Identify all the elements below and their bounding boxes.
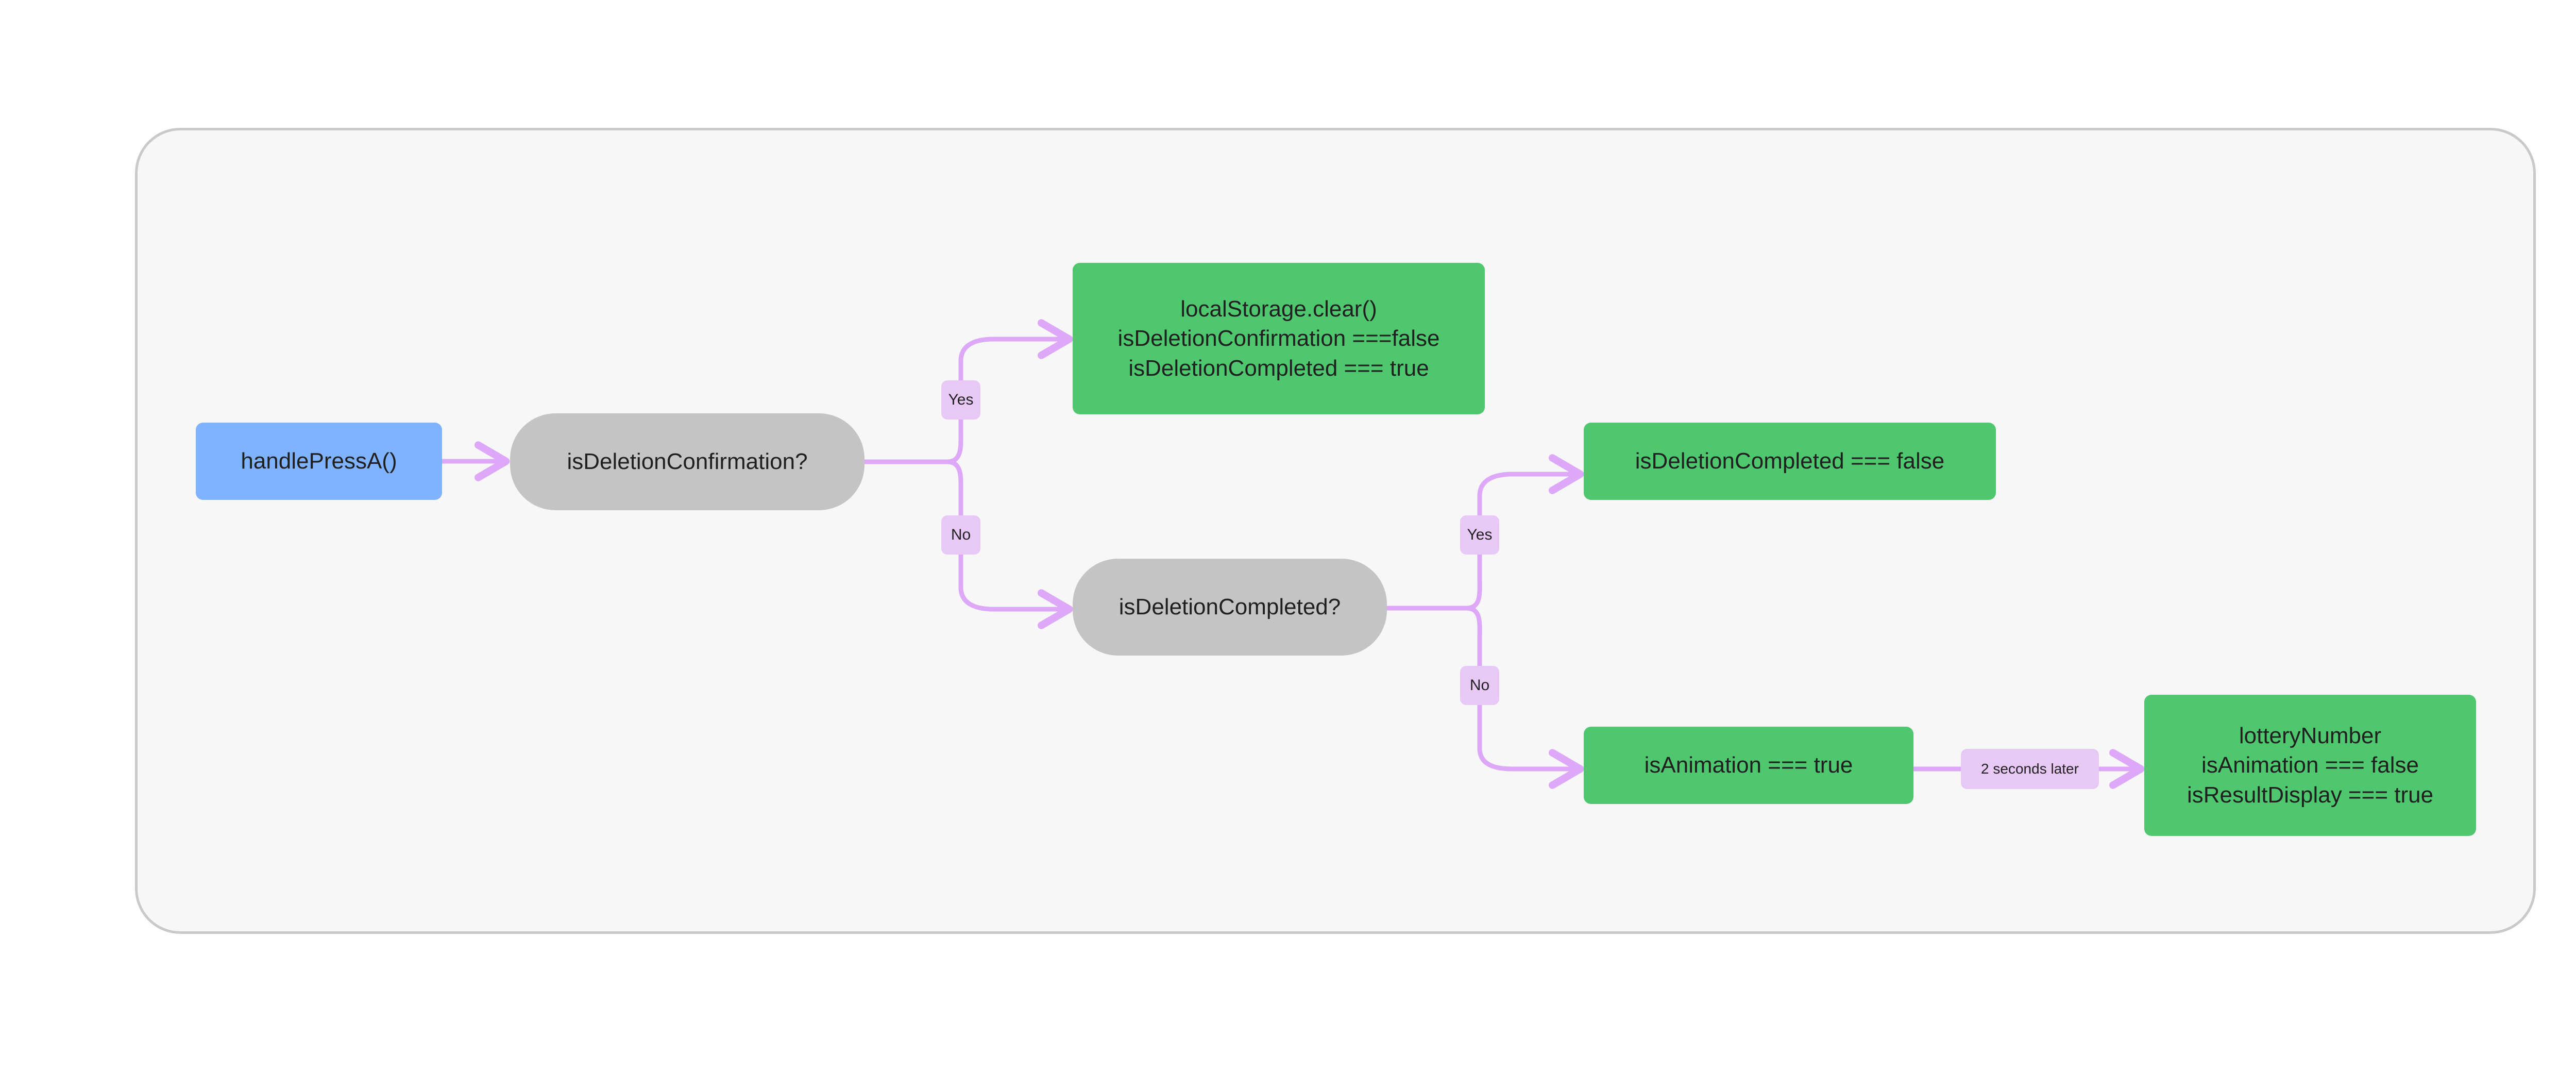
node-is-animation-true[interactable]: isAnimation === true bbox=[1584, 727, 1913, 804]
edge-label-two-seconds-later: 2 seconds later bbox=[1961, 749, 2099, 789]
edge-label-yes-deletion-confirmation: Yes bbox=[941, 380, 980, 420]
node-is-deletion-confirmation[interactable]: isDeletionConfirmation? bbox=[510, 413, 865, 510]
node-lottery-number[interactable]: lotteryNumber isAnimation === false isRe… bbox=[2144, 695, 2476, 836]
node-is-deletion-completed[interactable]: isDeletionCompleted? bbox=[1073, 559, 1387, 656]
node-local-storage-clear[interactable]: localStorage.clear() isDeletionConfirmat… bbox=[1073, 263, 1485, 414]
node-handle-press-a[interactable]: handlePressA() bbox=[196, 423, 442, 500]
edge-label-no-deletion-confirmation: No bbox=[941, 515, 980, 555]
node-is-deletion-completed-false[interactable]: isDeletionCompleted === false bbox=[1584, 423, 1996, 500]
edge-label-yes-deletion-completed: Yes bbox=[1460, 515, 1499, 555]
edge-label-no-deletion-completed: No bbox=[1460, 666, 1499, 705]
diagram-panel bbox=[135, 128, 2536, 934]
